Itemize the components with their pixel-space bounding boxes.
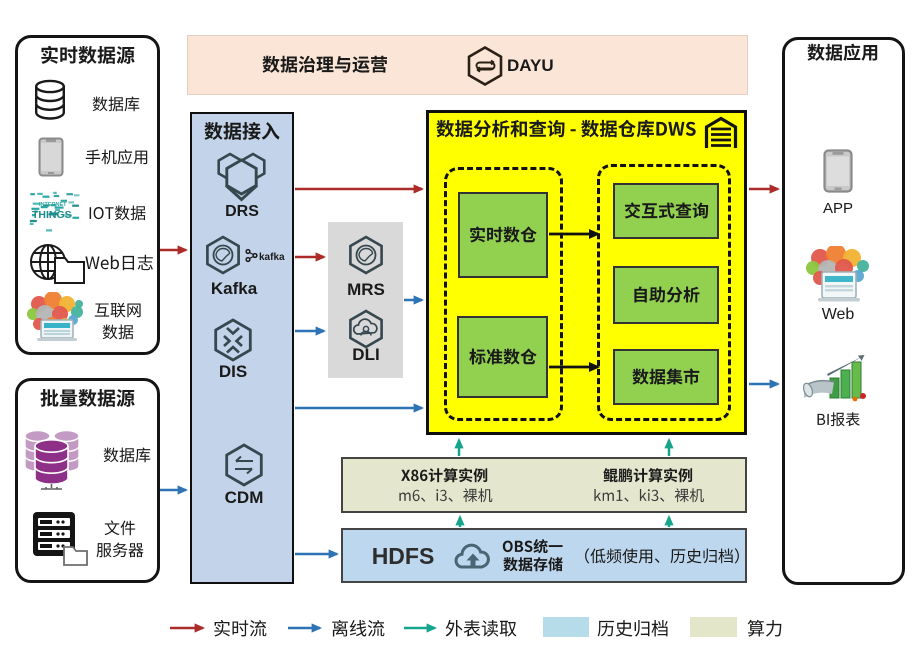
svg-text:THINGS: THINGS bbox=[32, 209, 72, 221]
svg-text:kafka: kafka bbox=[259, 252, 285, 263]
svg-text:INTERNET: INTERNET bbox=[39, 202, 67, 208]
